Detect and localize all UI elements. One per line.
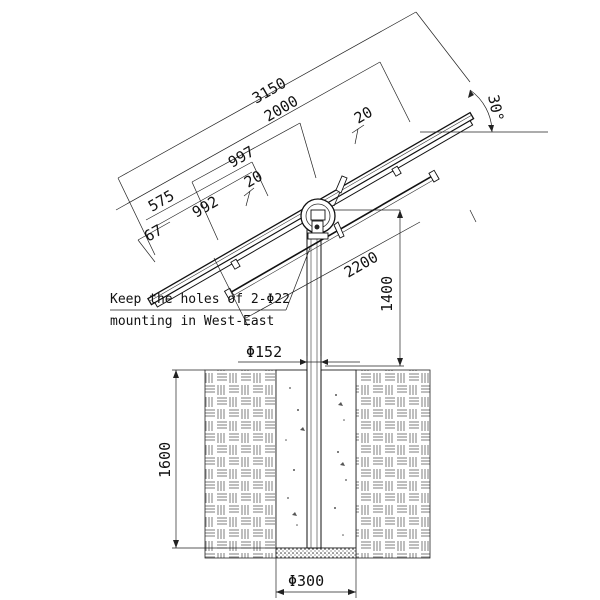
soil-left — [204, 369, 277, 559]
dim-left-span: 992 — [189, 192, 221, 221]
dim-pole-height: 1400 — [378, 276, 396, 312]
beam-end-cap-right — [428, 169, 440, 183]
dim-clip-upper: 20 — [351, 103, 376, 128]
dim-foundation-diameter: Φ300 — [288, 572, 324, 590]
dim-beam-length: 2200 — [341, 248, 381, 282]
dim-mid-spacing: 997 — [225, 142, 257, 171]
soil-right — [355, 369, 431, 559]
note-line-2: mounting in West-East — [110, 314, 274, 329]
beam-end-cap-left — [223, 287, 236, 301]
dim-end-gap: 67 — [141, 221, 166, 246]
concrete-speckles — [285, 387, 347, 536]
pole-body — [306, 215, 322, 549]
dim-tilt-angle: 30° — [484, 93, 507, 123]
dimension-lines — [110, 11, 548, 598]
dim-pole-diameter: Φ152 — [246, 343, 282, 361]
dim-foundation-depth: 1600 — [156, 442, 174, 478]
clamp-3 — [391, 165, 402, 177]
pole — [306, 215, 322, 549]
tilt-bracket — [300, 175, 348, 240]
gravel-base — [275, 547, 357, 559]
clamp-1 — [230, 258, 241, 270]
dim-clip-lower: 20 — [241, 167, 266, 192]
support-beam — [229, 175, 434, 294]
dimension-arrows — [173, 90, 494, 595]
note-line-1: Keep the holes of 2-Φ22 — [110, 292, 290, 307]
